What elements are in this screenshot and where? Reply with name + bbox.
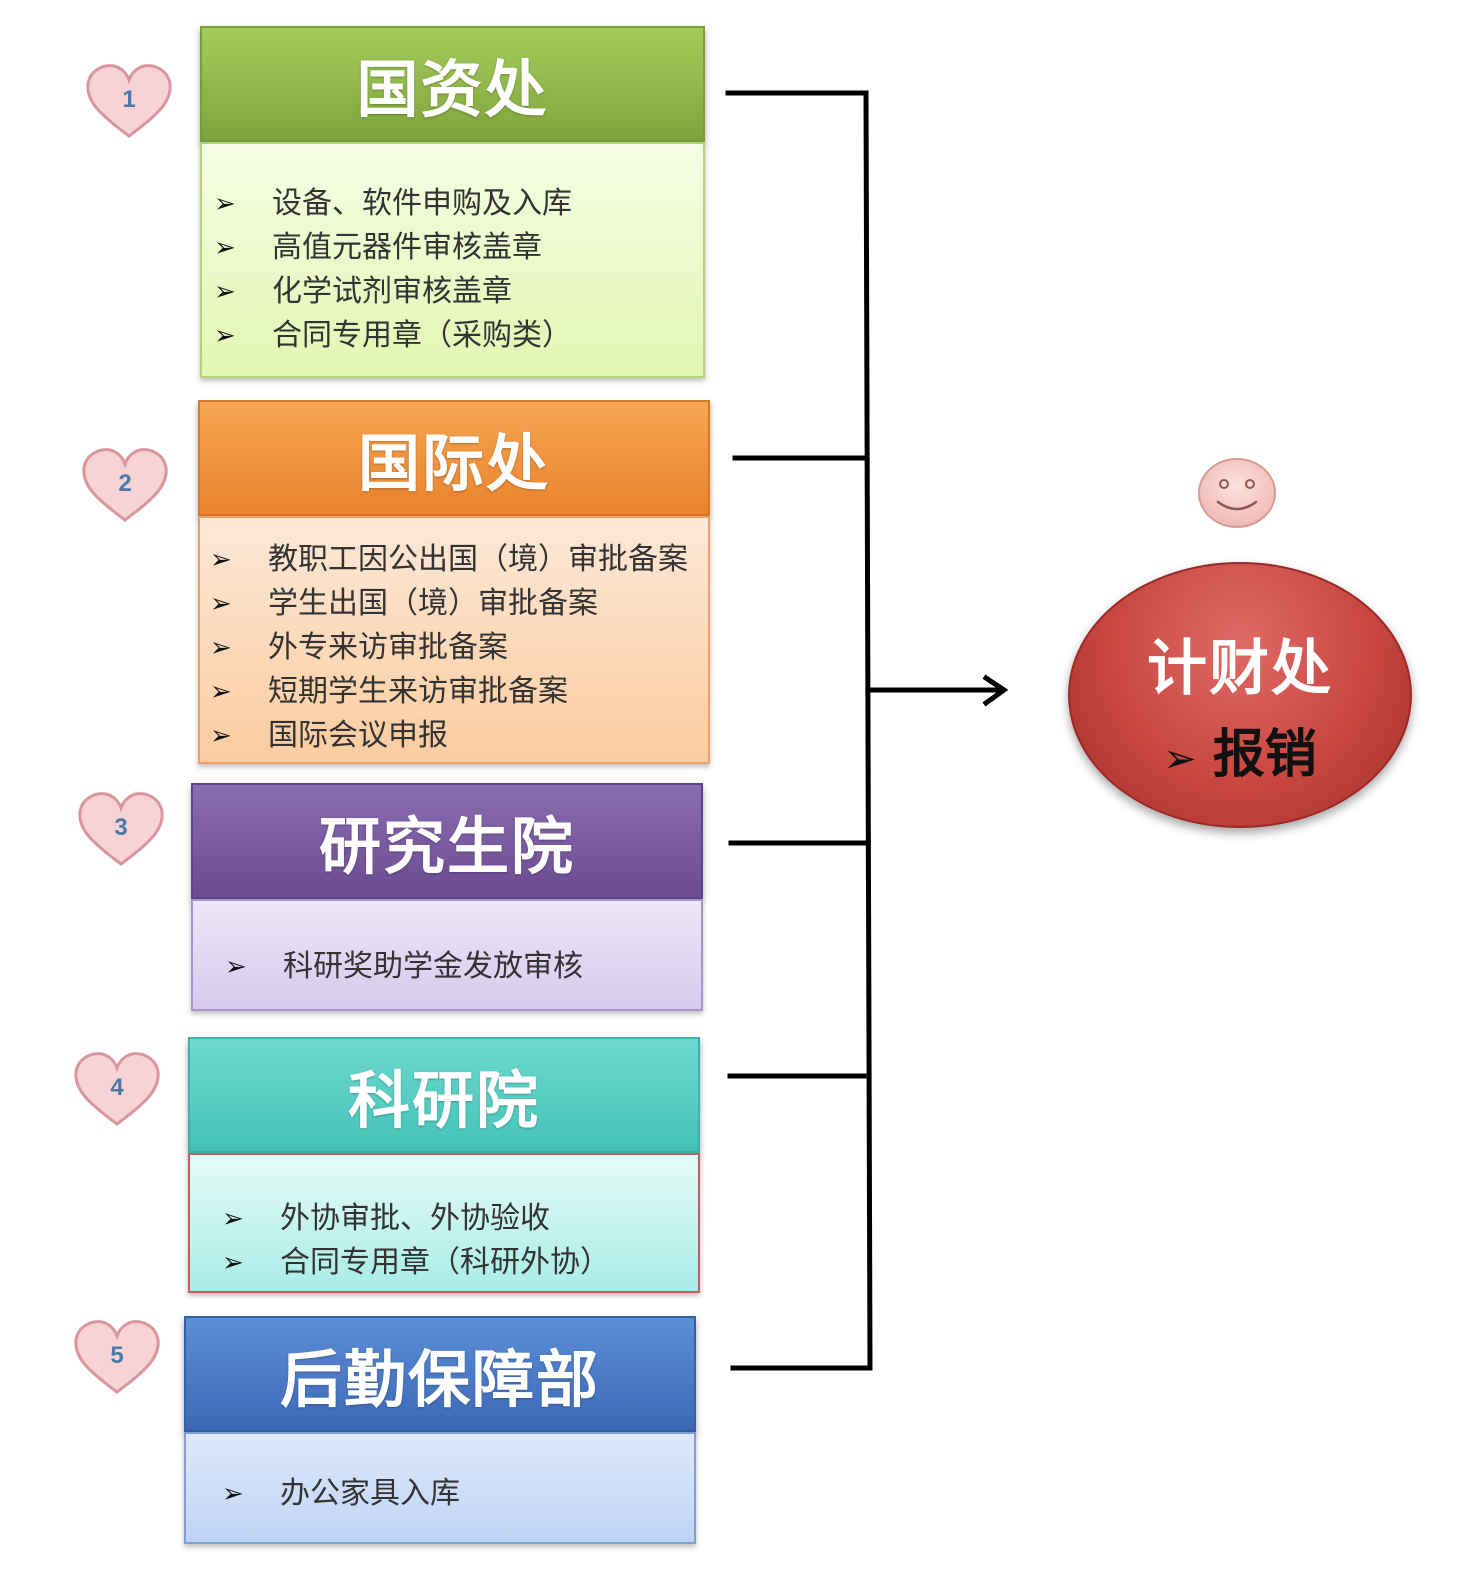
list-item: ➢ 短期学生来访审批备案 <box>210 670 708 714</box>
dept-title-2: 国际处 <box>198 400 710 516</box>
step-number: 3 <box>114 814 128 841</box>
step-number: 2 <box>118 470 132 497</box>
dept-item-list: ➢ 办公家具入库 <box>222 1472 694 1516</box>
item-text: 短期学生来访审批备案 <box>268 674 568 709</box>
bullet-icon: ➢ <box>222 1479 244 1509</box>
dept-title-5: 后勤保障部 <box>184 1316 696 1432</box>
bullet-icon: ➢ <box>214 277 236 307</box>
dept-body-2: ➢ 教职工因公出国（境）审批备案 ➢ 学生出国（境）审批备案 ➢ 外专来访审批备案 ➢… <box>198 516 710 764</box>
item-text: 外协审批、外协验收 <box>280 1201 550 1236</box>
item-text: 合同专用章（科研外协） <box>280 1245 610 1280</box>
target-node: 计财处 ➢ 报销 <box>1068 562 1412 828</box>
bullet-icon: ➢ <box>222 1248 244 1278</box>
heart-icon: 3 <box>76 790 166 870</box>
bullet-icon: ➢ <box>1163 736 1197 782</box>
list-item: ➢ 合同专用章（采购类） <box>214 314 703 358</box>
bullet-icon: ➢ <box>225 952 247 982</box>
item-text: 国际会议申报 <box>268 718 448 753</box>
bullet-icon: ➢ <box>210 589 232 619</box>
item-text: 外专来访审批备案 <box>268 630 508 665</box>
item-text: 高值元器件审核盖章 <box>272 230 542 265</box>
bullet-icon: ➢ <box>222 1204 244 1234</box>
list-item: ➢ 教职工因公出国（境）审批备案 <box>210 538 708 582</box>
dept-body-3: ➢ 科研奖助学金发放审核 <box>191 899 703 1011</box>
bullet-icon: ➢ <box>210 545 232 575</box>
arrow-right-icon <box>985 675 1007 705</box>
list-item: ➢ 设备、软件申购及入库 <box>214 182 703 226</box>
list-item: ➢ 合同专用章（科研外协） <box>222 1241 698 1285</box>
smiley-icon <box>1198 458 1276 528</box>
heart-icon: 4 <box>72 1050 162 1130</box>
dept-item-list: ➢ 外协审批、外协验收 ➢ 合同专用章（科研外协） <box>222 1197 698 1285</box>
list-item: ➢ 外协审批、外协验收 <box>222 1197 698 1241</box>
item-text: 合同专用章（采购类） <box>272 318 572 353</box>
bullet-icon: ➢ <box>210 633 232 663</box>
dept-item-list: ➢ 设备、软件申购及入库 ➢ 高值元器件审核盖章 ➢ 化学试剂审核盖章 ➢ 合同专用章（… <box>214 182 703 358</box>
step-number: 5 <box>110 1342 124 1369</box>
list-item: ➢ 化学试剂审核盖章 <box>214 270 703 314</box>
dept-body-4: ➢ 外协审批、外协验收 ➢ 合同专用章（科研外协） <box>188 1153 700 1293</box>
item-text: 科研奖助学金发放审核 <box>283 949 583 984</box>
item-text: 办公家具入库 <box>280 1476 460 1511</box>
item-text: 教职工因公出国（境）审批备案 <box>268 542 688 577</box>
dept-body-1: ➢ 设备、软件申购及入库 ➢ 高值元器件审核盖章 ➢ 化学试剂审核盖章 ➢ 合同专用章（… <box>200 142 705 378</box>
bullet-icon: ➢ <box>210 677 232 707</box>
target-title: 计财处 <box>1147 634 1333 704</box>
list-item: ➢ 高值元器件审核盖章 <box>214 226 703 270</box>
bullet-icon: ➢ <box>214 321 236 351</box>
target-item: ➢ 报销 <box>1070 712 1410 787</box>
item-text: 学生出国（境）审批备案 <box>268 586 598 621</box>
list-item: ➢ 学生出国（境）审批备案 <box>210 582 708 626</box>
dept-title-1: 国资处 <box>200 26 705 142</box>
dept-title-3: 研究生院 <box>191 783 703 899</box>
heart-icon: 5 <box>72 1318 162 1398</box>
item-text: 设备、软件申购及入库 <box>272 186 572 221</box>
target-item-text: 报销 <box>1212 725 1317 785</box>
bullet-icon: ➢ <box>214 233 236 263</box>
bullet-icon: ➢ <box>214 189 236 219</box>
list-item: ➢ 国际会议申报 <box>210 714 708 758</box>
dept-title-4: 科研院 <box>188 1037 700 1153</box>
dept-body-5: ➢ 办公家具入库 <box>184 1432 696 1544</box>
dept-item-list: ➢ 科研奖助学金发放审核 <box>225 945 701 989</box>
list-item: ➢ 外专来访审批备案 <box>210 626 708 670</box>
list-item: ➢ 办公家具入库 <box>222 1472 694 1516</box>
heart-icon: 1 <box>84 62 174 142</box>
item-text: 化学试剂审核盖章 <box>272 274 512 309</box>
bullet-icon: ➢ <box>210 721 232 751</box>
dept-item-list: ➢ 教职工因公出国（境）审批备案 ➢ 学生出国（境）审批备案 ➢ 外专来访审批备案 ➢… <box>210 538 708 758</box>
step-number: 4 <box>110 1074 124 1101</box>
heart-icon: 2 <box>80 446 170 526</box>
list-item: ➢ 科研奖助学金发放审核 <box>225 945 701 989</box>
step-number: 1 <box>122 86 136 113</box>
